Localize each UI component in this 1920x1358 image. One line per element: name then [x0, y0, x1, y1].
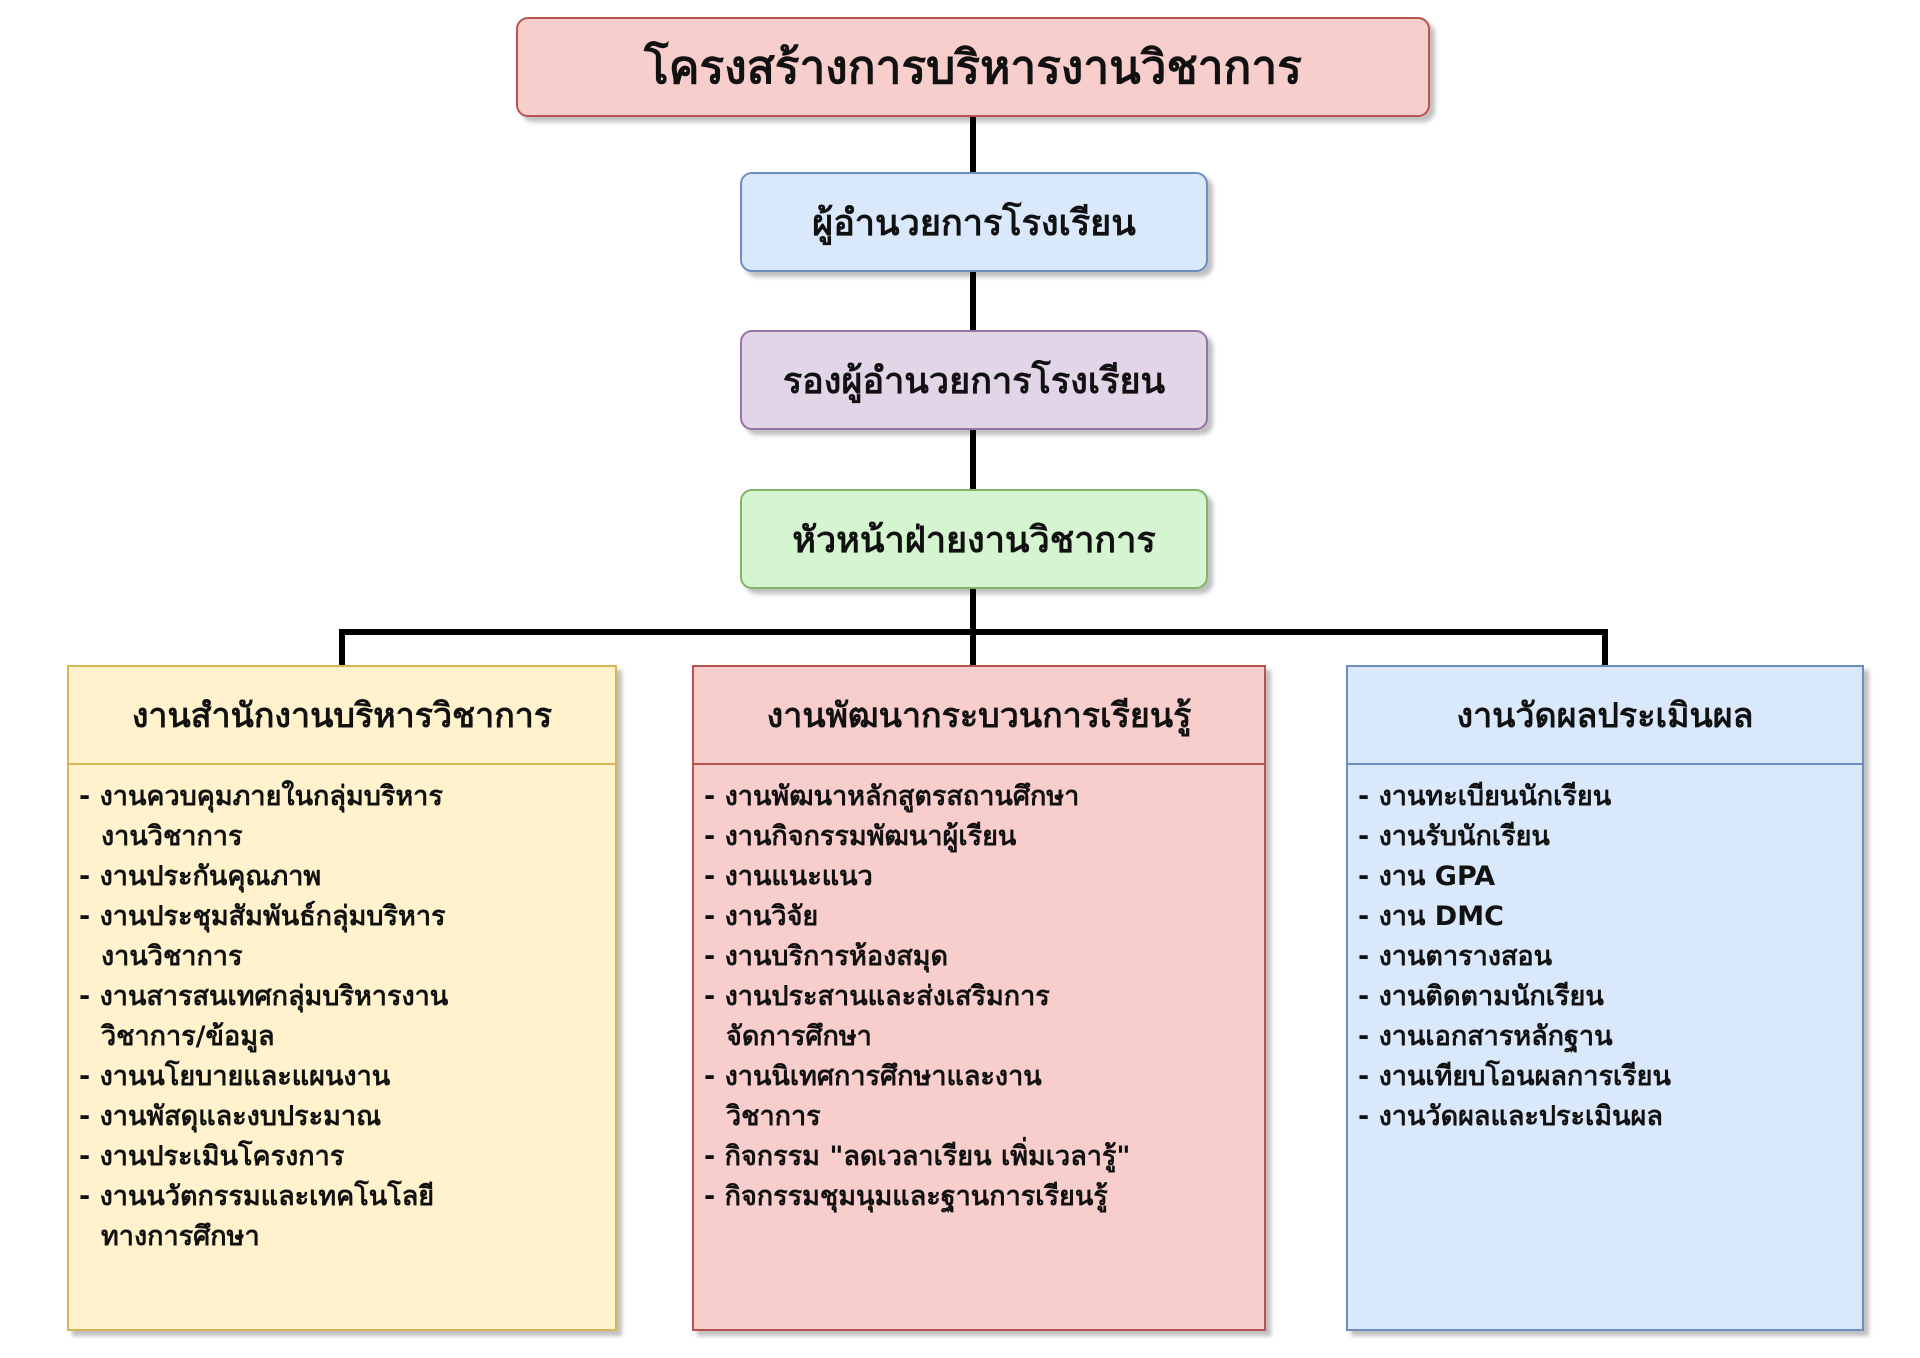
chart-title-box: โครงสร้างการบริหารงานวิชาการ	[516, 17, 1430, 117]
task-item: - กิจกรรมชุมนุมและฐานการเรียนรู้	[704, 1181, 1108, 1212]
department-task-list: - งานทะเบียนนักเรียน - งานรับนักเรียน - งา…	[1348, 765, 1862, 1137]
department-title: งานพัฒนากระบวนการเรียนรู้	[694, 667, 1264, 765]
department-panel-academic-office: งานสำนักงานบริหารวิชาการ - งานควบคุมภายใ…	[67, 665, 617, 1331]
task-item: - งานประกันคุณภาพ	[79, 861, 322, 892]
director-label: ผู้อำนวยการโรงเรียน	[812, 202, 1136, 244]
task-item: - งานควบคุมภายในกลุ่มบริหาร งานวิชาการ	[79, 781, 443, 852]
deputy-director-box: รองผู้อำนวยการโรงเรียน	[740, 330, 1208, 430]
task-item: - งานแนะแนว	[704, 861, 873, 892]
task-item: - งานกิจกรรมพัฒนาผู้เรียน	[704, 821, 1017, 852]
task-item: - งานติดตามนักเรียน	[1358, 981, 1604, 1012]
task-item: - งานนโยบายและแผนงาน	[79, 1061, 391, 1092]
task-item: - งานทะเบียนนักเรียน	[1358, 781, 1612, 812]
task-item: - งานประเมินโครงการ	[79, 1141, 345, 1172]
task-item: - งานสารสนเทศกลุ่มบริหารงาน วิชาการ/ข้อม…	[79, 981, 449, 1052]
task-item: - งานบริการห้องสมุด	[704, 941, 949, 972]
task-item: - งานประสานและส่งเสริมการ จัดการศึกษา	[704, 981, 1050, 1052]
task-item: - งานนวัตกรรมและเทคโนโลยี ทางการศึกษา	[79, 1181, 435, 1252]
task-item: - งานพัสดุและงบประมาณ	[79, 1101, 382, 1132]
task-item: - งานรับนักเรียน	[1358, 821, 1550, 852]
task-item: - งานเอกสารหลักฐาน	[1358, 1021, 1613, 1052]
department-task-list: - งานพัฒนาหลักสูตรสถานศึกษา - งานกิจกรรมพ…	[694, 765, 1264, 1217]
task-item: - กิจกรรม "ลดเวลาเรียน เพิ่มเวลารู้"	[704, 1141, 1131, 1172]
task-item: - งานวิจัย	[704, 901, 819, 932]
department-task-list: - งานควบคุมภายในกลุ่มบริหาร งานวิชาการ - …	[69, 765, 615, 1257]
task-item: - งานประชุมสัมพันธ์กลุ่มบริหาร งานวิชากา…	[79, 901, 446, 972]
task-item: - งาน DMC	[1358, 901, 1504, 932]
task-item: - งานวัดผลและประเมินผล	[1358, 1101, 1663, 1132]
deputy-director-label: รองผู้อำนวยการโรงเรียน	[782, 360, 1166, 402]
task-item: - งานพัฒนาหลักสูตรสถานศึกษา	[704, 781, 1080, 812]
academic-head-label: หัวหน้าฝ่ายงานวิชาการ	[792, 519, 1156, 561]
task-item: - งานเทียบโอนผลการเรียน	[1358, 1061, 1671, 1092]
department-title: งานวัดผลประเมินผล	[1348, 667, 1862, 765]
chart-title: โครงสร้างการบริหารงานวิชาการ	[644, 39, 1302, 94]
department-panel-assessment: งานวัดผลประเมินผล - งานทะเบียนนักเรียน- …	[1346, 665, 1864, 1331]
department-panel-learning-development: งานพัฒนากระบวนการเรียนรู้ - งานพัฒนาหลัก…	[692, 665, 1266, 1331]
task-item: - งานนิเทศการศึกษาและงาน วิชาการ	[704, 1061, 1042, 1132]
director-box: ผู้อำนวยการโรงเรียน	[740, 172, 1208, 272]
task-item: - งาน GPA	[1358, 861, 1496, 892]
academic-head-box: หัวหน้าฝ่ายงานวิชาการ	[740, 489, 1208, 589]
department-title: งานสำนักงานบริหารวิชาการ	[69, 667, 615, 765]
task-item: - งานตารางสอน	[1358, 941, 1553, 972]
